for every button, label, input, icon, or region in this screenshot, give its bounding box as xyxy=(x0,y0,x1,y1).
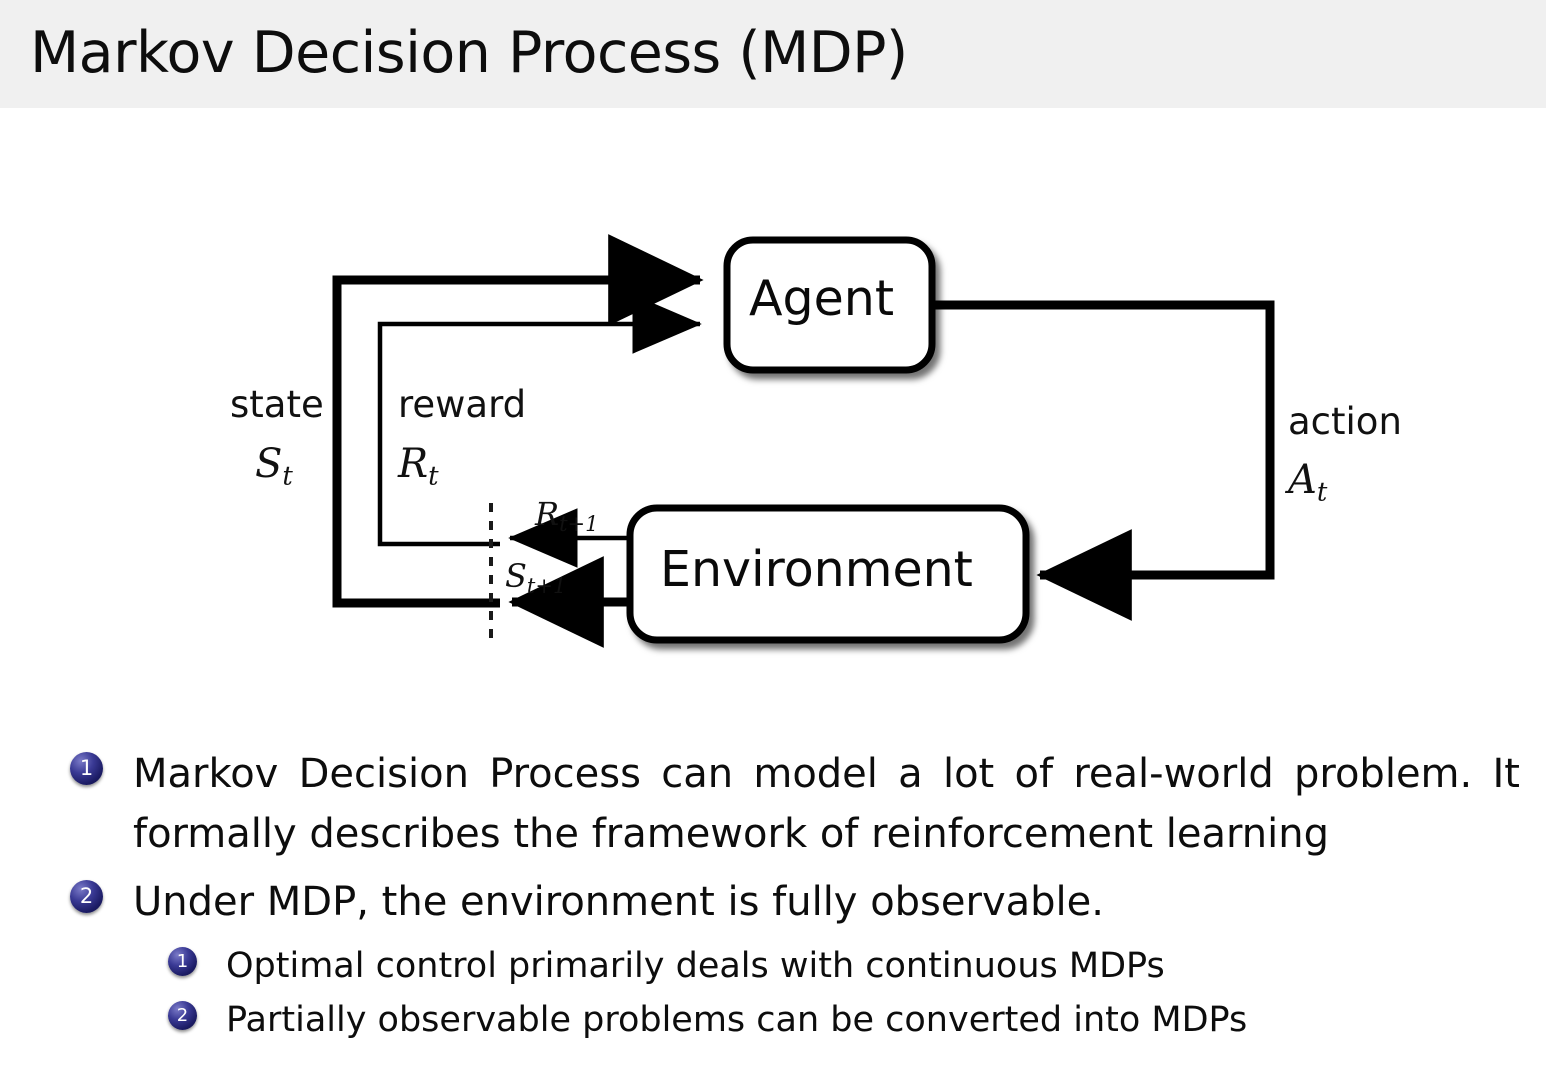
next-state-label: St+1 xyxy=(505,557,567,598)
action-path xyxy=(932,300,1275,621)
diagram-canvas xyxy=(332,234,1275,648)
reward-label-symbol: Rt xyxy=(398,441,439,492)
agent-node-box xyxy=(723,236,936,374)
state-label-word: state xyxy=(230,383,324,426)
list-item: 2 Under MDP, the environment is fully ob… xyxy=(70,872,1520,932)
list-item: 1 Optimal control primarily deals with c… xyxy=(168,940,1488,992)
list-item: 1 Markov Decision Process can model a lo… xyxy=(70,744,1520,864)
list-item: 2 Partially observable problems can be c… xyxy=(168,994,1488,1046)
action-label-symbol: At xyxy=(1288,457,1328,508)
sub-bullet-marker-2: 2 xyxy=(168,1001,197,1030)
action-label-word: action xyxy=(1288,400,1402,443)
bullet-list: 1 Markov Decision Process can model a lo… xyxy=(0,718,1546,1080)
sub-bullet-text-1: Optimal control primarily deals with con… xyxy=(226,946,1165,986)
reward-label-word: reward xyxy=(398,383,527,426)
agent-environment-diagram: Agent Environment state St reward Rt act… xyxy=(0,108,1546,718)
bullet-text-2: Under MDP, the environment is fully obse… xyxy=(133,879,1104,925)
slide-header-band xyxy=(0,0,1546,108)
bullet-text-1: Markov Decision Process can model a lot … xyxy=(133,751,1520,857)
sub-bullet-text-2: Partially observable problems can be con… xyxy=(226,1000,1248,1040)
environment-node-label: Environment xyxy=(660,541,973,598)
bullet-marker-2: 2 xyxy=(70,880,103,913)
state-feedback-path xyxy=(332,234,704,608)
reward-feedback-path xyxy=(377,294,702,547)
bullet-marker-1: 1 xyxy=(70,752,103,785)
page-title: Markov Decision Process (MDP) xyxy=(30,20,908,86)
next-reward-label: Rt+1 xyxy=(535,495,599,536)
sub-bullet-marker-1: 1 xyxy=(168,947,197,976)
agent-node-label: Agent xyxy=(749,270,895,327)
environment-node-box xyxy=(626,504,1030,644)
state-label-symbol: St xyxy=(255,441,293,492)
